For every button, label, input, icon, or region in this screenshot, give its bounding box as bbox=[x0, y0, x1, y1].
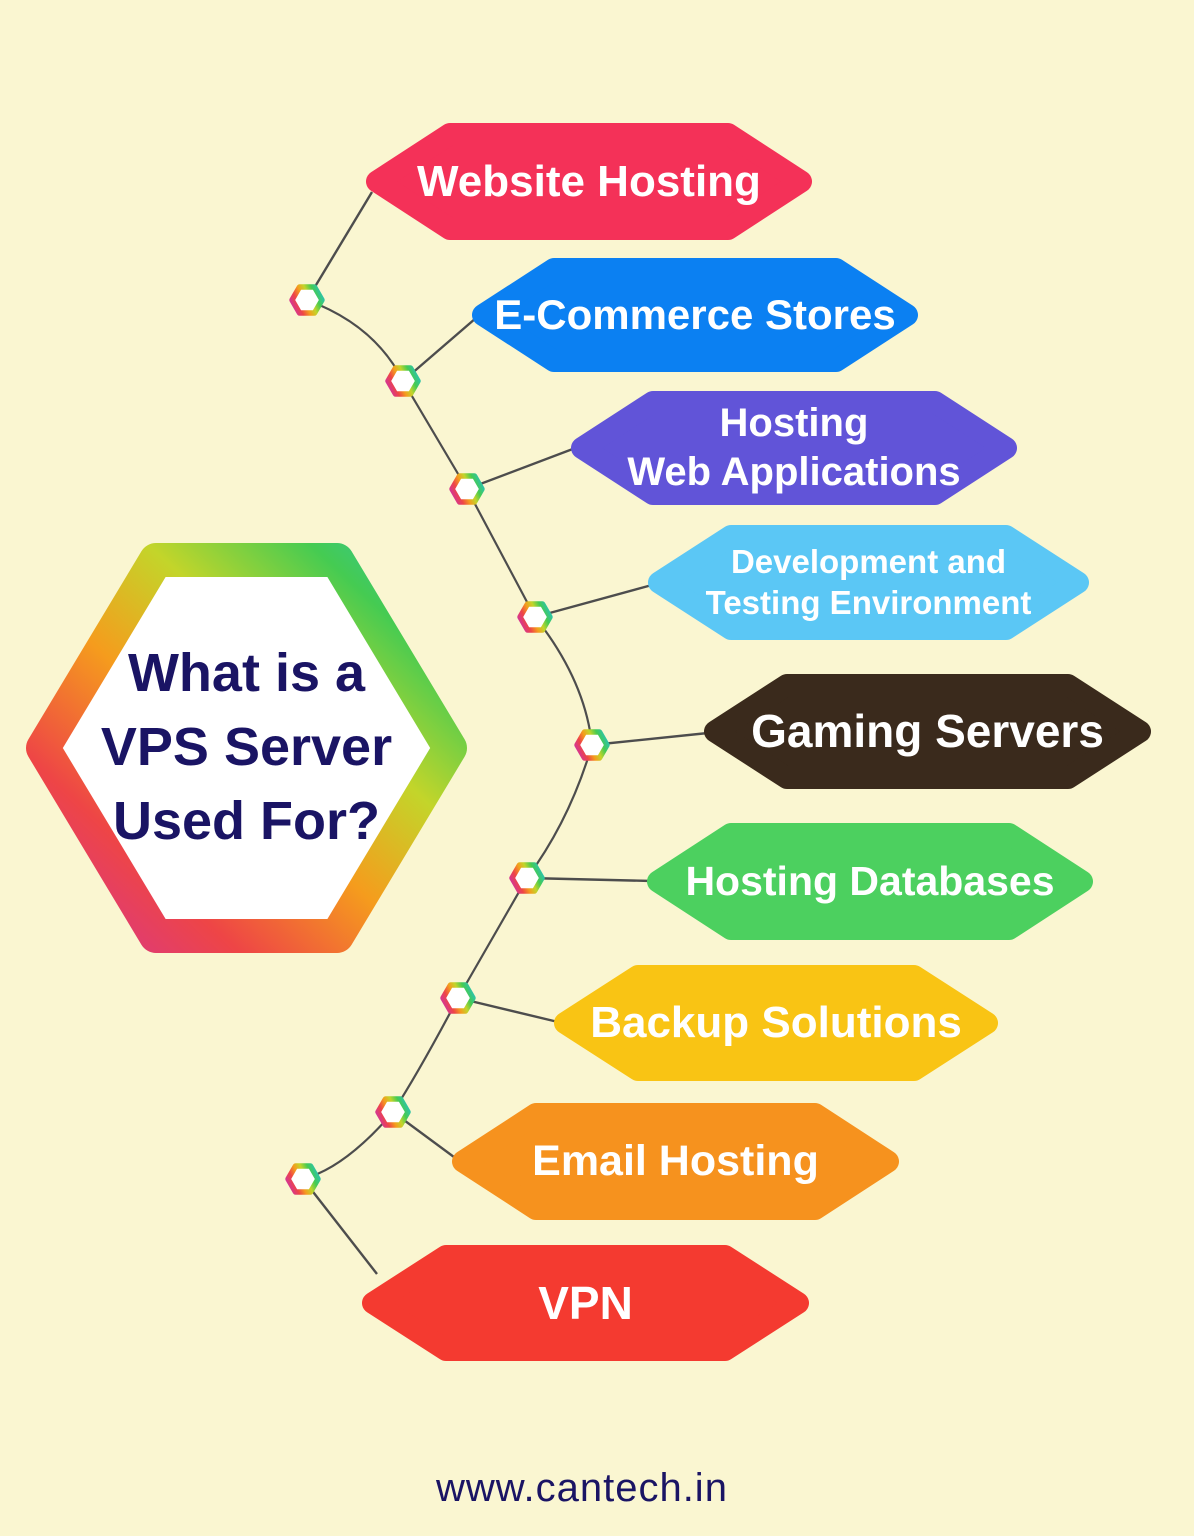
pill-label: Development and Testing Environment bbox=[705, 543, 1032, 621]
branch-line bbox=[466, 445, 579, 491]
hexagon-border-icon bbox=[26, 543, 467, 953]
branch-line bbox=[534, 583, 653, 619]
pill-shape-icon bbox=[472, 258, 918, 372]
hexagon-node-icon bbox=[574, 729, 610, 761]
pill-label: Website Hosting bbox=[417, 156, 761, 206]
hexagon-node-icon bbox=[517, 601, 553, 633]
pill-development-and-testing-environment: Development and Testing Environment bbox=[648, 525, 1089, 640]
pill-label: E-Commerce Stores bbox=[494, 291, 896, 339]
hexagon-node-icon bbox=[509, 862, 545, 894]
hexagon-node-icon bbox=[375, 1096, 411, 1128]
pill-shape-icon bbox=[366, 123, 812, 240]
pill-label: Email Hosting bbox=[532, 1137, 819, 1186]
pill-shape-icon bbox=[452, 1103, 899, 1220]
pill-email-hosting: Email Hosting bbox=[452, 1103, 899, 1220]
branch-line bbox=[402, 317, 477, 382]
title-hexagon: What is a VPS Server Used For? bbox=[23, 543, 470, 953]
pill-shape-icon bbox=[704, 674, 1151, 789]
pill-vpn: VPN bbox=[362, 1245, 809, 1361]
pill-backup-solutions: Backup Solutions bbox=[554, 965, 998, 1081]
pill-label: Hosting Web Applications bbox=[627, 401, 961, 494]
pill-label: Gaming Servers bbox=[751, 705, 1104, 758]
pill-shape-icon bbox=[362, 1245, 809, 1361]
pill-shape-icon bbox=[554, 965, 998, 1081]
hexagon-node-icon bbox=[385, 365, 421, 397]
pill-label: Hosting Databases bbox=[685, 858, 1055, 905]
hexagon-node-icon bbox=[285, 1163, 321, 1195]
pill-website-hosting: Website Hosting bbox=[366, 123, 812, 240]
branch-line bbox=[591, 731, 709, 747]
hexagon-node-icon bbox=[449, 473, 485, 505]
hexagon-node-icon bbox=[440, 982, 476, 1014]
branch-line bbox=[526, 876, 653, 883]
branch-line bbox=[305, 191, 374, 301]
pill-gaming-servers: Gaming Servers bbox=[704, 674, 1151, 789]
hexagon-node-icon bbox=[289, 284, 325, 316]
branch-line bbox=[457, 996, 559, 1024]
website-url: www.cantech.in bbox=[436, 1466, 728, 1510]
pill-shape-icon bbox=[648, 525, 1089, 640]
pill-hosting-databases: Hosting Databases bbox=[647, 823, 1093, 940]
pill-shape-icon bbox=[571, 391, 1017, 505]
branch-line bbox=[302, 1178, 378, 1275]
pill-label: Backup Solutions bbox=[590, 998, 962, 1048]
pill-shape-icon bbox=[647, 823, 1093, 940]
title-text: What is a VPS Server Used For? bbox=[100, 643, 393, 851]
pill-hosting-web-applications: Hosting Web Applications bbox=[571, 391, 1017, 505]
pill-e-commerce-stores: E-Commerce Stores bbox=[472, 258, 918, 372]
pill-label: VPN bbox=[538, 1276, 633, 1329]
